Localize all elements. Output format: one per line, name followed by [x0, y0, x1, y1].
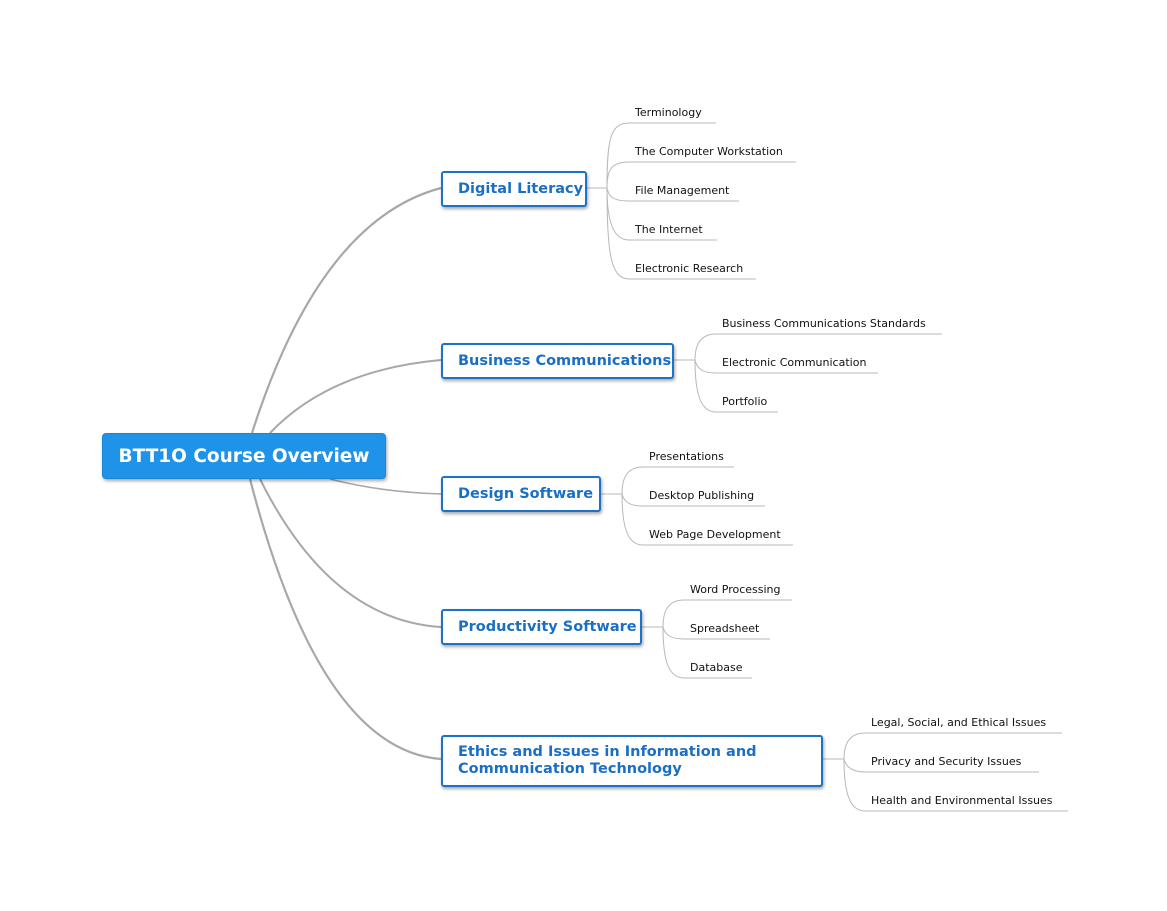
subtopic-file-management[interactable]: File Management — [635, 184, 730, 197]
topic-digital-literacy[interactable]: Digital Literacy — [441, 171, 587, 207]
topic-business-communications[interactable]: Business Communications — [441, 343, 674, 379]
leaf-line-health-environmental — [843, 758, 1068, 812]
subtopic-electronic-research[interactable]: Electronic Research — [635, 262, 744, 275]
leaf-line-electronic-communication — [694, 359, 878, 374]
subtopic-desktop-publishing[interactable]: Desktop Publishing — [649, 489, 755, 502]
topic-design-software[interactable]: Design Software — [441, 476, 601, 512]
subtopic-health-environmental[interactable]: Health and Environmental Issues — [871, 794, 1053, 807]
central-topic[interactable]: BTT1O Course Overview — [102, 433, 386, 479]
topic-label: Productivity Software — [458, 618, 637, 635]
subtopic-terminology[interactable]: Terminology — [635, 106, 702, 119]
subtopic-electronic-communication[interactable]: Electronic Communication — [722, 356, 867, 369]
topic-label: Design Software — [458, 485, 594, 502]
leaf-line-portfolio — [694, 359, 778, 413]
connector-productivity-software — [259, 478, 442, 628]
subtopic-word-processing[interactable]: Word Processing — [690, 583, 781, 596]
topic-label-line-2: Communication Technology — [458, 761, 682, 777]
leaf-line-electronic-research — [606, 187, 756, 280]
connector-ethics-and-issues — [248, 478, 442, 761]
subtopic-legal-social-ethical[interactable]: Legal, Social, and Ethical Issues — [871, 716, 1047, 729]
leaf-line-computer-workstation — [606, 161, 796, 189]
leaf-line-presentations — [621, 466, 734, 495]
leaf-line-word-processing — [662, 599, 792, 628]
connector-design-software — [329, 478, 442, 495]
topic-label: Digital Literacy — [458, 180, 584, 197]
subtopic-privacy-security[interactable]: Privacy and Security Issues — [871, 755, 1022, 768]
connector-business-communications — [269, 359, 442, 434]
subtopic-web-page-development[interactable]: Web Page Development — [649, 528, 781, 541]
leaf-line-legal-social-ethical — [843, 732, 1062, 760]
subtopic-computer-workstation[interactable]: The Computer Workstation — [635, 145, 783, 158]
topic-productivity-software[interactable]: Productivity Software — [441, 609, 642, 645]
leaf-line-spreadsheet — [662, 626, 770, 640]
topic-label: Business Communications — [458, 352, 672, 369]
subtopic-spreadsheet[interactable]: Spreadsheet — [690, 622, 760, 635]
central-topic-label: BTT1O Course Overview — [118, 445, 370, 467]
leaf-line-bc-standards — [694, 333, 942, 361]
leaf-line-terminology — [606, 122, 716, 189]
subtopic-bc-standards[interactable]: Business Communications Standards — [722, 317, 926, 330]
subtopic-portfolio[interactable]: Portfolio — [722, 395, 768, 408]
leaf-line-desktop-publishing — [621, 493, 765, 507]
subtopic-presentations[interactable]: Presentations — [649, 450, 724, 463]
topic-label-line-1: Ethics and Issues in Information and — [458, 744, 757, 760]
subtopic-internet[interactable]: The Internet — [635, 223, 703, 236]
leaf-line-database — [662, 626, 752, 679]
subtopic-database[interactable]: Database — [690, 661, 743, 674]
connector-digital-literacy — [250, 186, 442, 434]
leaf-line-file-management — [606, 187, 739, 202]
leaf-line-privacy-security — [843, 758, 1039, 773]
leaf-line-web-page-development — [621, 493, 793, 546]
topic-ethics-and-issues[interactable]: Ethics and Issues in Information and Com… — [441, 735, 823, 787]
